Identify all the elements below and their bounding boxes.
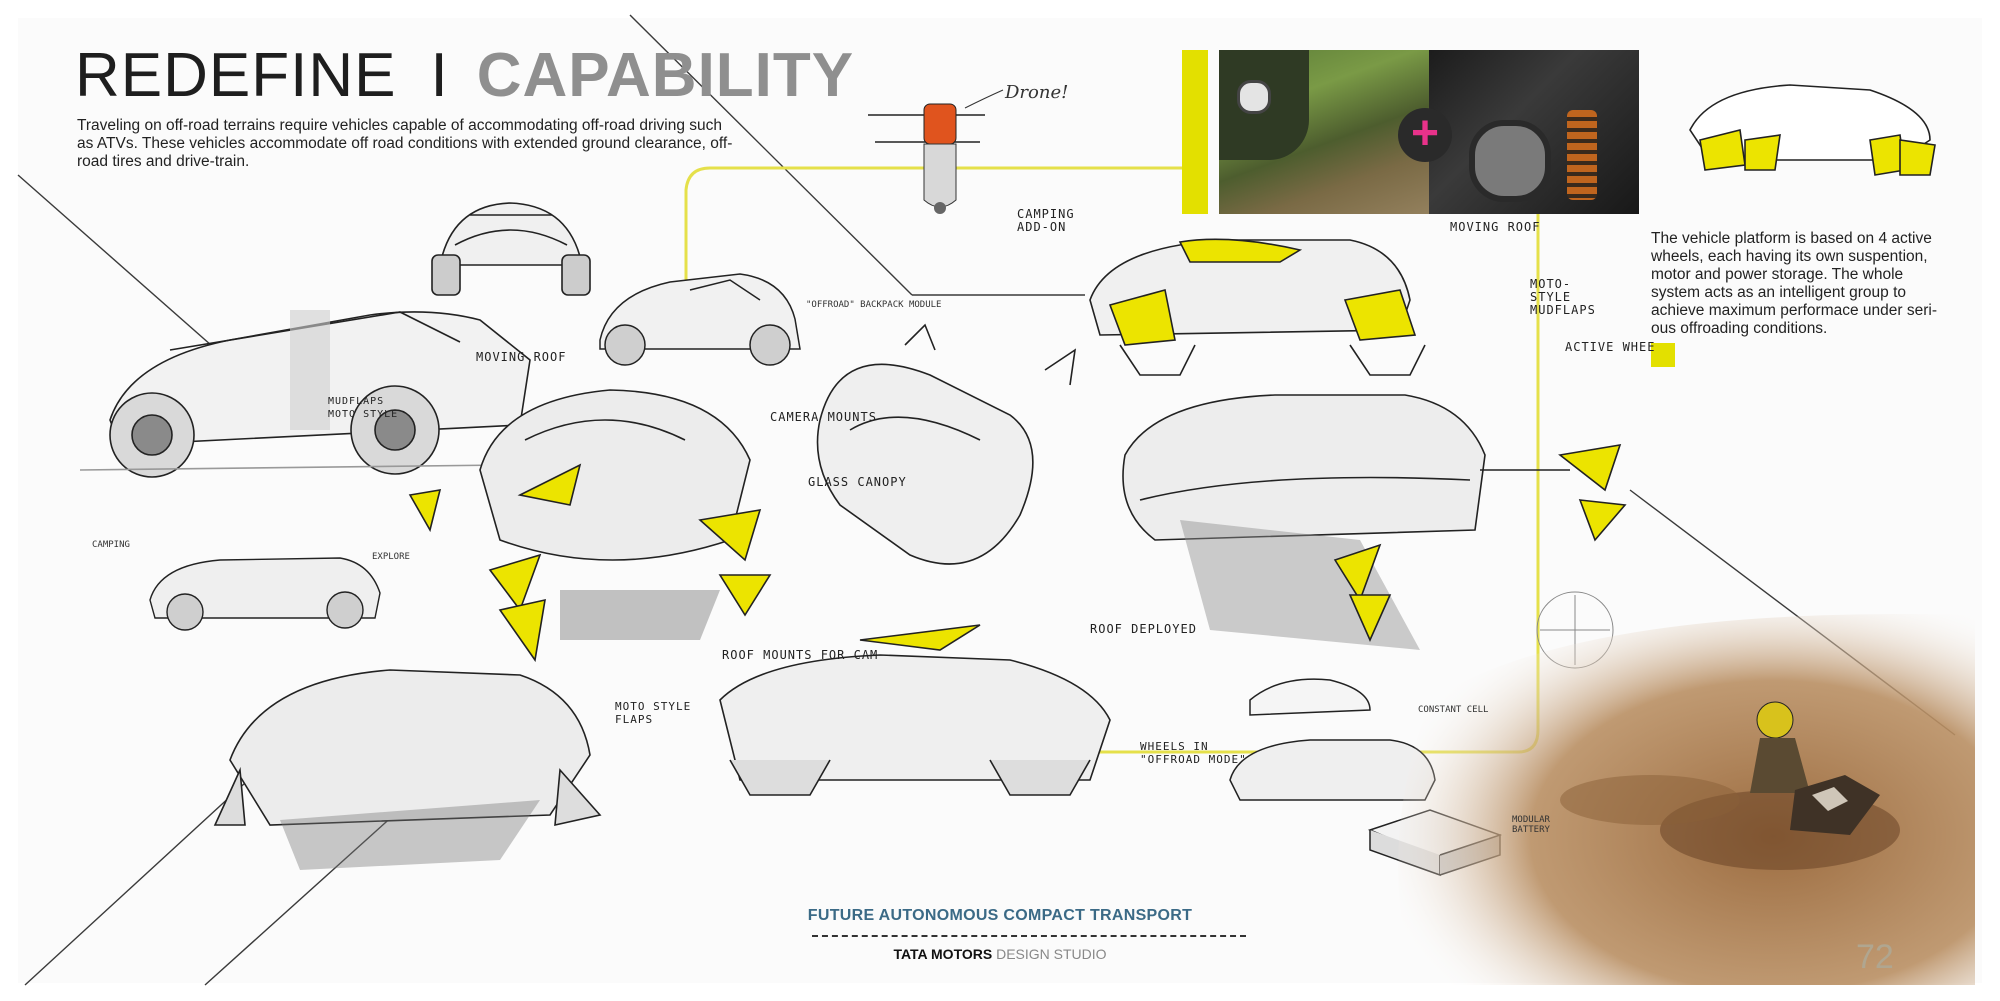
annotation-active-wheel: ACTIVE WHEE xyxy=(1565,340,1656,354)
title-separator: I xyxy=(430,41,449,110)
defender-headlight xyxy=(1237,80,1271,114)
annotation-moving-roof-top: MOVING ROOF xyxy=(1450,220,1541,234)
annotation-camping-addon: CAMPING ADD-ON xyxy=(1017,207,1075,234)
title-right: CAPABILITY xyxy=(476,41,855,110)
intro-paragraph: Traveling on off-road terrains require v… xyxy=(77,117,733,170)
brand-studio: DESIGN STUDIO xyxy=(996,946,1107,962)
annotation-mudflaps-moto: MUDFLAPS MOTO STYLE xyxy=(328,396,399,420)
platform-description: The vehicle platform is based on 4 activ… xyxy=(1651,230,1937,337)
annotation-wheels-offroad: WHEELS IN "OFFROAD MODE" xyxy=(1140,740,1247,766)
offroad-photo-composite xyxy=(1219,50,1639,214)
sketch-side-view-left xyxy=(79,310,531,478)
sketch-right-vehicle xyxy=(1122,394,1627,650)
annotation-roof-mounts: ROOF MOUNTS FOR CAM xyxy=(722,648,879,662)
sketch-bottom-left xyxy=(213,669,602,870)
yellow-square xyxy=(1651,343,1675,367)
sketch-canopy-pod xyxy=(816,323,1077,565)
sketch-front-view xyxy=(431,202,591,296)
annotation-glass-canopy: GLASS CANOPY xyxy=(808,475,907,489)
yellow-accent-bar xyxy=(1182,50,1208,214)
page-number: 72 xyxy=(1856,938,1894,976)
sketch-top-right-vehicle xyxy=(1089,238,1426,376)
annotation-moto-mudflaps: MOTO- STYLE MUDFLAPS xyxy=(1530,277,1596,317)
annotation-camping: CAMPING xyxy=(92,540,130,550)
drone-sketch xyxy=(868,89,1004,214)
annotation-offroad-backpack: "OFFROAD" BACKPACK MODULE xyxy=(806,300,942,310)
title-left: REDEFINE xyxy=(75,41,397,110)
annotation-modular-battery: MODULAR BATTERY xyxy=(1512,815,1550,835)
sketch-rear-view xyxy=(599,273,801,366)
annotation-explore: EXPLORE xyxy=(372,552,410,562)
brand-name: TATA MOTORS xyxy=(893,946,993,962)
annotation-moving-roof: MOVING ROOF xyxy=(476,350,567,364)
footer-title: FUTURE AUTONOMOUS COMPACT TRANSPORT xyxy=(807,907,1193,924)
annotation-camera-mounts: CAMERA MOUNTS xyxy=(770,410,877,424)
annotation-moto-style-flaps: MOTO STYLE FLAPS xyxy=(615,700,692,726)
sketch-yellow-wheel-vehicle xyxy=(408,389,772,663)
annotation-drone: Drone! xyxy=(1005,82,1069,103)
sketch-small-left xyxy=(149,557,381,631)
page-title: REDEFINE I CAPABILITY xyxy=(75,40,854,111)
footer-divider xyxy=(812,935,1246,937)
sketch-bottom-center xyxy=(719,624,1111,796)
plus-icon: + xyxy=(1398,108,1452,162)
annotation-roof-deployed: ROOF DEPLOYED xyxy=(1090,622,1197,636)
suspension-spring xyxy=(1567,110,1597,200)
hub-shape xyxy=(1469,120,1551,202)
annotation-constant-cell: CONSTANT CELL xyxy=(1418,705,1489,715)
sketch-top-right-outline xyxy=(1689,84,1936,176)
mud-atv-photo xyxy=(1398,614,1975,985)
footer-brand: TATA MOTORS DESIGN STUDIO xyxy=(0,946,2000,962)
